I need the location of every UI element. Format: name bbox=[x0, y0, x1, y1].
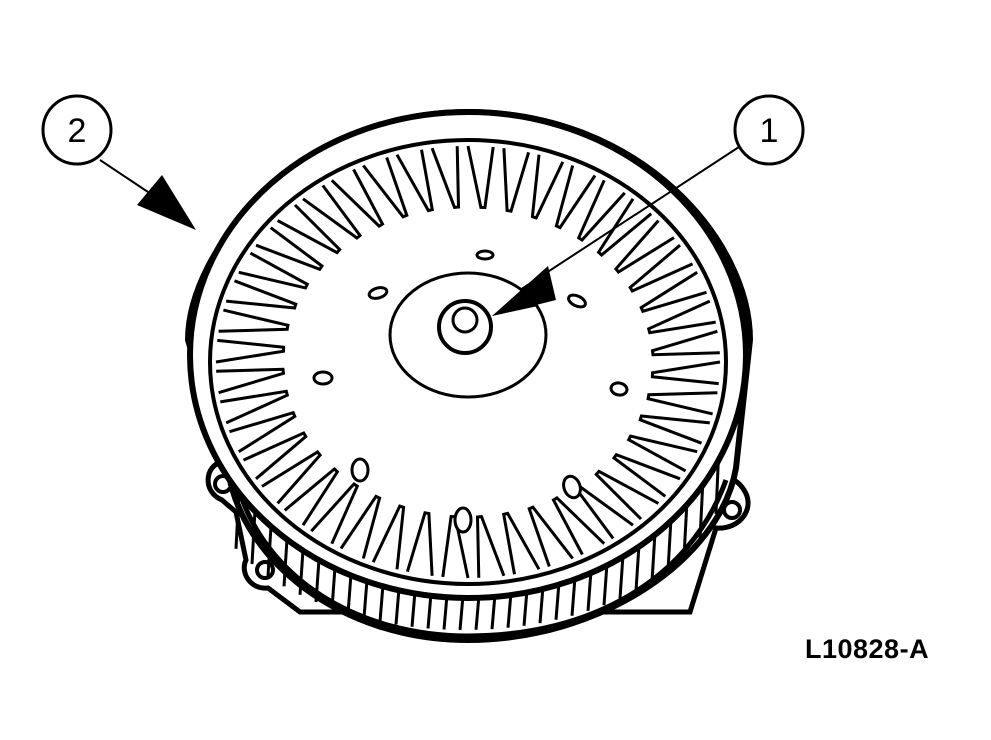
inner-blade bbox=[362, 157, 409, 219]
inner-blade bbox=[330, 168, 385, 228]
inner-blade bbox=[430, 146, 461, 210]
inner-blade bbox=[638, 414, 710, 445]
inner-blade bbox=[611, 452, 681, 498]
inner-blade bbox=[339, 494, 382, 559]
plate-slots bbox=[312, 249, 629, 534]
callout-1: 1 bbox=[492, 94, 805, 316]
inner-blade bbox=[261, 450, 323, 505]
callout-2-bubble bbox=[41, 94, 113, 166]
inner-blade bbox=[502, 148, 531, 213]
inner-blade bbox=[613, 219, 675, 274]
figure-id-label: L10828-A bbox=[805, 634, 930, 664]
inner-blade bbox=[229, 410, 297, 453]
inner-blade bbox=[276, 203, 342, 255]
inner-blade bbox=[628, 244, 694, 293]
bottom-rim bbox=[233, 479, 729, 639]
inner-blade bbox=[646, 391, 718, 416]
inner-blade bbox=[626, 434, 698, 473]
inner-blade bbox=[551, 496, 606, 556]
callout-1-bubble bbox=[733, 94, 805, 166]
inner-blade bbox=[238, 251, 310, 290]
inner-blade bbox=[646, 299, 716, 335]
hub-shaft bbox=[451, 306, 479, 334]
callout-2-number: 2 bbox=[68, 112, 87, 150]
inner-blade bbox=[501, 511, 541, 575]
inner-blade bbox=[576, 179, 626, 242]
inner-blade bbox=[310, 482, 360, 545]
inner-blade bbox=[650, 329, 720, 357]
callout-1-leader bbox=[519, 144, 743, 291]
inner-blade bbox=[395, 149, 435, 213]
inner-blade bbox=[639, 271, 707, 314]
inner-blade bbox=[215, 338, 286, 364]
inner-blade bbox=[405, 511, 434, 576]
inner-blade bbox=[527, 505, 574, 567]
inner-blade bbox=[475, 514, 506, 578]
inner-blade bbox=[216, 367, 286, 395]
inner-blade bbox=[242, 431, 308, 480]
inner-blade bbox=[220, 389, 290, 425]
flange-mount-holes bbox=[213, 474, 742, 580]
inner-blade bbox=[530, 154, 565, 220]
inner-blade bbox=[302, 184, 363, 240]
inner-blade bbox=[594, 469, 660, 521]
inner-blade bbox=[441, 514, 470, 579]
inner-blade bbox=[255, 226, 325, 272]
inner-blade bbox=[218, 308, 290, 333]
callout-1-number: 1 bbox=[760, 112, 779, 150]
inner-blade bbox=[283, 467, 340, 527]
inner-blade bbox=[371, 504, 406, 570]
inner-blade bbox=[650, 360, 721, 386]
callout-2-arrowhead bbox=[137, 175, 196, 230]
inner-blade bbox=[226, 279, 298, 310]
inner-blade bbox=[466, 145, 495, 210]
callout-2: 2 bbox=[41, 94, 196, 230]
inner-blades bbox=[215, 145, 721, 579]
inner-blade bbox=[554, 165, 597, 230]
